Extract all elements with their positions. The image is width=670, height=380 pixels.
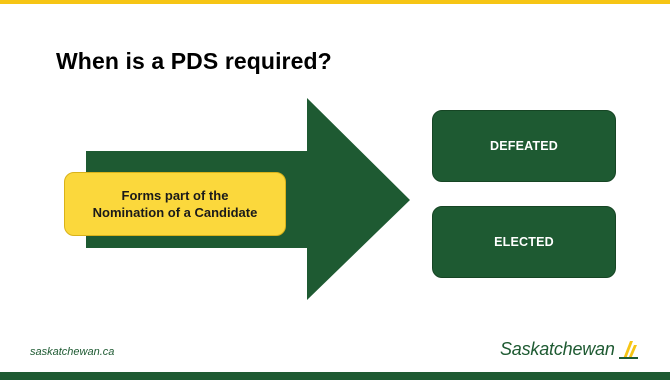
defeated-box: DEFEATED (432, 110, 616, 182)
elected-label: ELECTED (494, 235, 554, 249)
top-accent-bar (0, 0, 670, 4)
nomination-line-2: Nomination of a Candidate (92, 205, 258, 220)
logo-text: Saskatchewan (500, 339, 615, 359)
nomination-box: Forms part of the Nomination of a Candid… (64, 172, 286, 236)
slide-title: When is a PDS required? (56, 48, 332, 74)
saskatchewan-wheat-icon (618, 341, 638, 359)
saskatchewan-logo: Saskatchewan (500, 336, 639, 360)
defeated-label: DEFEATED (489, 139, 559, 153)
bottom-accent-bar (0, 372, 670, 380)
footer-url: saskatchewan.ca (30, 346, 115, 358)
nomination-line-1: Forms part of the (121, 188, 229, 203)
elected-box: ELECTED (432, 206, 616, 278)
